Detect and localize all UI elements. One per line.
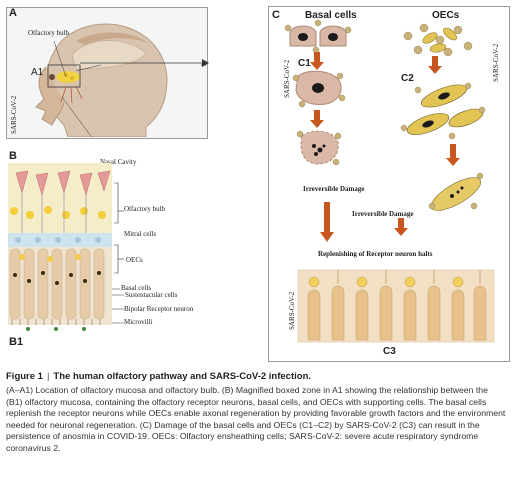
caption-separator: | <box>46 371 50 382</box>
label-irreversible-damage-1: Irreversible Damage <box>303 185 365 193</box>
label-basal-cells: Basal cells <box>121 284 152 292</box>
label-oecs: OECs <box>126 256 143 264</box>
label-mitral-cells: Mitral cells <box>124 230 157 238</box>
arrow-to-panel-c <box>80 59 209 67</box>
svg-text:C1: C1 <box>298 58 311 69</box>
panel-label-a1: A1 <box>31 67 44 78</box>
label-sustentacular-cells: Sustentacular cells <box>125 291 178 299</box>
panel-label-c3: C3 <box>383 346 396 357</box>
label-irreversible-damage-2: Irreversible Damage <box>352 210 414 218</box>
label-microvilli: Microvilli <box>124 318 153 326</box>
label-bipolar-receptor-neuron: Bipolar Receptor neuron <box>124 305 194 313</box>
figure-caption: Figure 1|The human olfactory pathway and… <box>6 371 506 455</box>
label-replenishing: Replenishing of Receptor neuron halts <box>318 250 433 258</box>
basal-cell-healthy <box>289 25 347 47</box>
label-olfactory-bulb-top: Olfactory bulb <box>28 29 70 37</box>
caption-title: The human olfactory pathway and SARS-CoV… <box>53 371 312 382</box>
label-sars-cov2-left: SARS-CoV-2 <box>10 95 18 134</box>
mucosa-illustration <box>8 163 112 331</box>
caption-figure-number: Figure 1 <box>6 371 43 382</box>
label-nasal-cavity: Nasal Cavity <box>100 158 137 166</box>
label-sars-cov2-c3: SARS-CoV-2 <box>288 291 296 330</box>
header-basal-cells: Basal cells <box>305 10 357 21</box>
panel-c-illustration: C1 C2 <box>284 19 495 343</box>
svg-text:C2: C2 <box>401 73 414 84</box>
panel-label-c: C <box>272 9 280 21</box>
panel-label-a: A <box>9 7 17 19</box>
figure: A Olfactory bulb A1 Nasal Cavity SARS-Co… <box>6 6 510 362</box>
head-illustration <box>35 23 206 137</box>
panel-label-b: B <box>9 150 17 162</box>
panel-b-brackets <box>112 182 124 324</box>
caption-title-line: Figure 1|The human olfactory pathway and… <box>6 371 506 383</box>
caption-body: (A–A1) Location of olfactory mucosa and … <box>6 385 506 453</box>
label-olfactory-bulb-b: Olfactory bulb <box>124 205 166 213</box>
header-oecs: OECs <box>432 10 460 21</box>
panel-label-b1: B1 <box>9 336 24 348</box>
